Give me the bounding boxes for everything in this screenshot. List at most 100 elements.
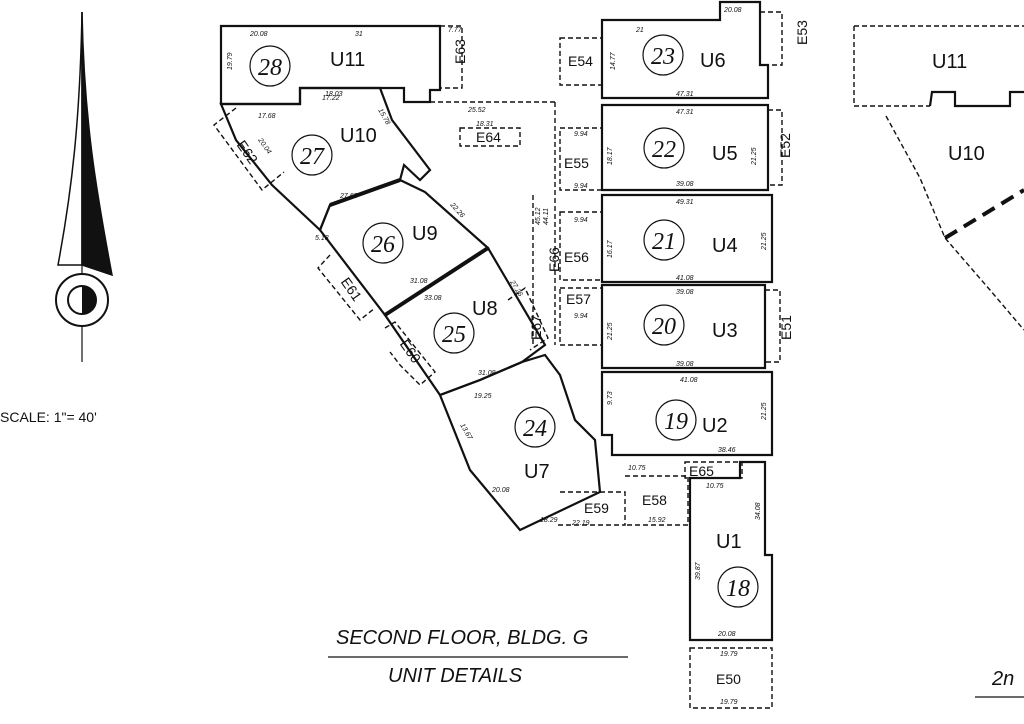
dim: 13.67 <box>458 423 473 443</box>
dim: 9.73 <box>607 391 614 405</box>
dim: 18.17 <box>607 146 614 165</box>
dim: 9.94 <box>574 183 588 190</box>
dim: 21.25 <box>761 232 768 251</box>
dim: 20.08 <box>491 487 510 494</box>
unit-number: 24 <box>523 416 547 442</box>
dim: 22.19 <box>571 520 590 527</box>
easement-e65[interactable]: E65 10.75 10.75 <box>628 461 743 490</box>
easement-label: E54 <box>568 53 593 69</box>
easement-e62[interactable]: E62 <box>213 107 285 192</box>
easement-e64[interactable]: E64 18.31 25.52 <box>430 101 555 147</box>
unit-u3[interactable]: 20 U3 39.08 39.08 21.25 <box>600 283 767 370</box>
dim: 22.26 <box>448 201 466 220</box>
dim: 39.08 <box>676 361 694 368</box>
dim: 15.92 <box>648 517 666 524</box>
dim: 49.31 <box>676 199 694 206</box>
easement-e50[interactable]: E50 19.79 19.79 <box>689 647 773 709</box>
unit-number: 20 <box>652 314 676 340</box>
dim: 45.12 <box>535 207 542 225</box>
dim: 19.79 <box>720 651 738 658</box>
dim: 21 <box>635 27 644 34</box>
inset-plan: U11 U10 2n <box>853 25 1024 698</box>
unit-id: U9 <box>412 223 438 245</box>
dim: 31 <box>355 31 363 38</box>
unit-u11[interactable]: 28 U11 20.08 31 19.79 18.03 <box>219 24 442 106</box>
dim: 20.08 <box>717 631 736 638</box>
unit-number: 23 <box>651 44 675 70</box>
dim: 47.31 <box>676 91 694 98</box>
unit-u2[interactable]: 19 U2 41.08 38.46 21.25 9.73 <box>600 370 774 457</box>
easement-label: E60 <box>397 336 425 366</box>
unit-number: 19 <box>664 409 688 435</box>
easement-e59[interactable]: E59 22.19 <box>555 491 626 527</box>
dim: 33.08 <box>424 295 442 302</box>
easement-e52[interactable]: E52 <box>768 109 793 186</box>
partial-title: 2n <box>991 668 1014 690</box>
easement-e66[interactable]: E66 44.11 45.12 <box>532 102 562 345</box>
dim: 17.22 <box>322 95 340 102</box>
title-line-1: SECOND FLOOR, BLDG. G <box>336 627 588 649</box>
dim: 5.18 <box>315 235 329 242</box>
easement-e58[interactable]: E58 15.92 <box>625 475 689 526</box>
easement-e54[interactable]: E54 <box>559 37 603 86</box>
unit-u4[interactable]: 21 U4 49.31 41.08 16.17 21.25 <box>600 193 774 284</box>
easement-label: E58 <box>642 492 667 508</box>
unit-number: 28 <box>258 55 282 81</box>
easement-e56[interactable]: E56 9.94 <box>559 211 603 281</box>
title-line-2: UNIT DETAILS <box>388 665 523 687</box>
dim: 9.94 <box>574 313 588 320</box>
unit-id: U10 <box>340 125 377 147</box>
unit-id: U5 <box>712 143 738 165</box>
dim: 7.77 <box>448 27 463 34</box>
unit-number: 22 <box>652 137 676 163</box>
dim: 16.17 <box>607 239 614 258</box>
easement-e63[interactable]: E63 7.77 <box>440 25 468 89</box>
unit-id: U2 <box>702 415 728 437</box>
dim: 21.25 <box>751 147 758 166</box>
dim: 9.94 <box>574 131 588 138</box>
easement-label: E53 <box>794 20 810 45</box>
easement-label: E63 <box>452 39 468 64</box>
dim: 21.25 <box>761 402 768 421</box>
unit-u6[interactable]: 23 U6 20.08 14.77 47.31 21 <box>600 0 770 100</box>
unit-u8[interactable]: 25 U8 33.08 27.26 31.08 <box>383 246 547 397</box>
dim: 17.68 <box>258 113 276 120</box>
easement-label: E59 <box>584 500 609 516</box>
dim: 10.75 <box>628 465 646 472</box>
dim: 19.79 <box>720 699 738 706</box>
dim: 31.08 <box>478 370 496 377</box>
unit-u1[interactable]: 18 U1 39.87 34.08 20.08 <box>688 460 774 642</box>
easement-e67[interactable]: E67 <box>507 286 549 351</box>
easement-label: E56 <box>564 249 589 265</box>
unit-id: U7 <box>524 461 550 483</box>
drawing-title: SECOND FLOOR, BLDG. G UNIT DETAILS <box>328 627 628 687</box>
easement-e57[interactable]: E57 9.94 <box>559 287 603 346</box>
unit-number: 21 <box>652 229 676 255</box>
inset-unit-u11: U11 <box>932 51 967 73</box>
easement-label: E51 <box>778 315 794 340</box>
easement-label: E50 <box>716 671 741 687</box>
unit-id: U8 <box>472 298 498 320</box>
dim: 38.46 <box>718 447 736 454</box>
easement-e51[interactable]: E51 <box>765 289 794 363</box>
unit-u5[interactable]: 22 U5 47.31 39.08 18.17 21.25 <box>600 103 770 192</box>
dim: 20.08 <box>723 7 742 14</box>
easement-label: E64 <box>476 129 501 145</box>
dim: 18.03 <box>325 91 343 98</box>
easement-e53[interactable]: E53 <box>760 11 810 66</box>
dim: 18.29 <box>540 517 558 524</box>
easement-label: E57 <box>566 291 591 307</box>
unit-id: U4 <box>712 235 738 257</box>
dim: 44.11 <box>543 208 550 225</box>
dim: 34.08 <box>755 502 762 520</box>
dim: 39.87 <box>695 561 702 580</box>
easement-label: E55 <box>564 155 589 171</box>
dim: 31.08 <box>410 278 428 285</box>
unit-id: U3 <box>712 320 738 342</box>
easement-label: E52 <box>777 133 793 158</box>
unit-u9[interactable]: 26 U9 27.63 22.26 31.08 5.18 <box>315 178 490 317</box>
dim: 25.52 <box>467 107 486 114</box>
easement-e55[interactable]: E55 9.94 9.94 <box>559 127 603 191</box>
unit-u7[interactable]: 24 U7 19.25 13.67 20.08 18.29 <box>438 353 602 532</box>
